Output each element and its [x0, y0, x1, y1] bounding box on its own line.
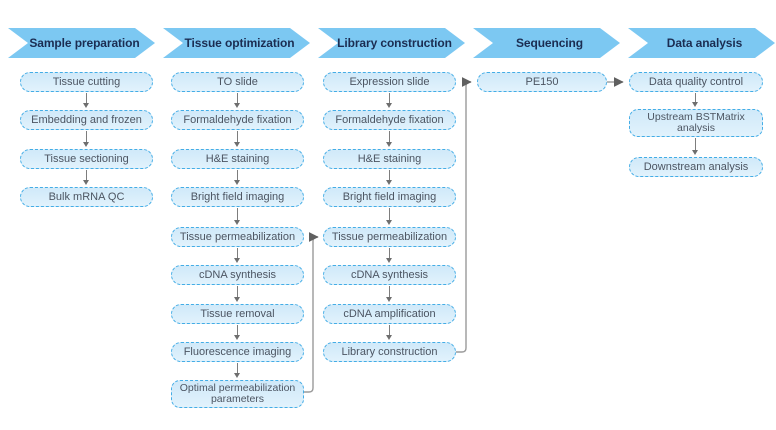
arrow-down-icon: [82, 170, 91, 185]
step-formaldehyde-fixation-to: Formaldehyde fixation: [171, 110, 304, 130]
step-embedding-and-frozen: Embedding and frozen: [20, 110, 153, 130]
step-expression-slide: Expression slide: [323, 72, 456, 92]
step-tissue-cutting: Tissue cutting: [20, 72, 153, 92]
arrow-down-icon: [691, 138, 700, 155]
arrow-down-icon: [385, 208, 394, 225]
step-tissue-permeabilization-to: Tissue permeabilization: [171, 227, 304, 247]
step-bulk-mrna-qc: Bulk mRNA QC: [20, 187, 153, 207]
arrow-down-icon: [233, 286, 242, 302]
step-cdna-synthesis-to: cDNA synthesis: [171, 265, 304, 285]
arrow-down-icon: [691, 93, 700, 107]
step-cdna-amplification: cDNA amplification: [323, 304, 456, 324]
arrow-down-icon: [233, 248, 242, 263]
step-cdna-synthesis-lc: cDNA synthesis: [323, 265, 456, 285]
arrow-down-icon: [82, 93, 91, 108]
step-to-slide: TO slide: [171, 72, 304, 92]
arrow-down-icon: [385, 93, 394, 108]
arrow-down-icon: [233, 363, 242, 378]
step-he-staining-to: H&E staining: [171, 149, 304, 169]
stage-banner-data-analysis: Data analysis: [628, 28, 775, 58]
arrow-down-icon: [233, 325, 242, 340]
step-data-quality-control: Data quality control: [629, 72, 763, 92]
stage-banner-sequencing: Sequencing: [473, 28, 620, 58]
step-bright-field-imaging-to: Bright field imaging: [171, 187, 304, 207]
step-bright-field-imaging-lc: Bright field imaging: [323, 187, 456, 207]
step-fluorescence-imaging: Fluorescence imaging: [171, 342, 304, 362]
arrow-down-icon: [385, 286, 394, 302]
stage-banner-sample-preparation: Sample preparation: [8, 28, 155, 58]
step-upstream-bstmatrix-analysis: Upstream BSTMatrix analysis: [629, 109, 763, 137]
step-formaldehyde-fixation-lc: Formaldehyde fixation: [323, 110, 456, 130]
step-optimal-permeabilization-parameters: Optimal permeabilization parameters: [171, 380, 304, 408]
step-library-construction: Library construction: [323, 342, 456, 362]
step-tissue-sectioning: Tissue sectioning: [20, 149, 153, 169]
step-pe150: PE150: [477, 72, 607, 92]
step-tissue-permeabilization-lc: Tissue permeabilization: [323, 227, 456, 247]
step-he-staining-lc: H&E staining: [323, 149, 456, 169]
stage-banner-tissue-optimization: Tissue optimization: [163, 28, 310, 58]
connector-optimal-parameters-to-tissue-permeabilization: [304, 232, 319, 393]
arrow-down-icon: [385, 170, 394, 185]
arrow-down-icon: [233, 170, 242, 185]
step-downstream-analysis: Downstream analysis: [629, 157, 763, 177]
arrow-down-icon: [233, 208, 242, 225]
arrow-down-icon: [385, 131, 394, 147]
arrow-down-icon: [385, 248, 394, 263]
arrow-down-icon: [82, 131, 91, 147]
connector-library-construction-to-pe150: [456, 77, 472, 353]
arrow-down-icon: [233, 131, 242, 147]
arrow-down-icon: [233, 93, 242, 108]
stage-banner-library-construction: Library construction: [318, 28, 465, 58]
arrow-down-icon: [385, 325, 394, 340]
step-tissue-removal: Tissue removal: [171, 304, 304, 324]
